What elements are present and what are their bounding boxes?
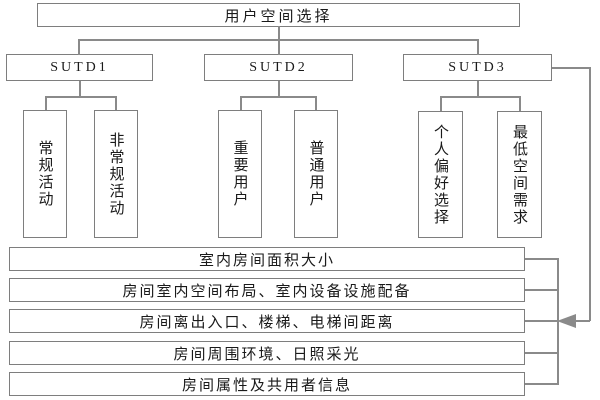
connector-line: [240, 96, 242, 110]
criteria-row-environment-daylight: 房间周围环境、日照采光: [9, 341, 525, 365]
group-node-sutd2-label: SUTD2: [249, 59, 308, 75]
connector-line: [557, 258, 559, 385]
connector-line: [477, 81, 479, 97]
root-node-label: 用户空间选择: [224, 8, 333, 25]
criteria-row-layout-facilities: 房间室内空间布局、室内设备设施配备: [9, 278, 525, 302]
group-node-sutd1-label: SUTD1: [50, 59, 109, 75]
connector-line: [315, 96, 317, 110]
criteria-row-label: 房间属性及共用者信息: [181, 377, 352, 394]
group-node-sutd3: SUTD3: [403, 54, 552, 81]
leaf-node-regular-activity: 常规活动: [23, 110, 67, 238]
connector-line: [440, 96, 520, 98]
leaf-node-label: 普通用户: [307, 140, 324, 208]
leaf-node-personal-preference: 个人偏好选择: [418, 111, 463, 238]
connector-line: [525, 289, 558, 291]
left-arrowhead-icon: [557, 314, 576, 328]
root-node: 用户空间选择: [37, 3, 520, 27]
connector-line: [78, 39, 80, 55]
leaf-node-important-user: 重要用户: [218, 110, 262, 238]
leaf-node-label: 常规活动: [36, 140, 53, 208]
connector-line: [45, 96, 47, 110]
leaf-node-label: 个人偏好选择: [432, 123, 448, 226]
leaf-node-label: 重要用户: [231, 140, 248, 208]
connector-line: [574, 320, 590, 322]
connector-line: [79, 81, 81, 97]
connector-line: [525, 352, 558, 354]
connector-line: [440, 96, 442, 111]
leaf-node-label: 非常规活动: [107, 131, 124, 217]
connector-line: [278, 39, 280, 55]
leaf-node-minimum-space: 最低空间需求: [497, 111, 542, 238]
criteria-row-label: 室内房间面积大小: [198, 252, 335, 269]
connector-line: [525, 258, 558, 260]
connector-line: [45, 96, 117, 98]
connector-line: [240, 96, 317, 98]
leaf-node-ordinary-user: 普通用户: [294, 110, 338, 238]
group-node-sutd3-label: SUTD3: [448, 59, 507, 75]
criteria-row-label: 房间周围环境、日照采光: [173, 346, 361, 363]
group-node-sutd1: SUTD1: [6, 54, 153, 81]
criteria-row-attributes-sharers: 房间属性及共用者信息: [9, 372, 525, 396]
leaf-node-label: 最低空间需求: [511, 123, 527, 226]
connector-line: [278, 26, 280, 40]
connector-line: [525, 383, 558, 385]
connector-line: [115, 96, 117, 110]
criteria-row-label: 房间离出入口、楼梯、电梯间距离: [139, 314, 395, 331]
criteria-row-distance: 房间离出入口、楼梯、电梯间距离: [9, 309, 525, 333]
criteria-row-room-area: 室内房间面积大小: [9, 247, 525, 271]
leaf-node-nonregular-activity: 非常规活动: [94, 110, 138, 238]
connector-line: [519, 96, 521, 111]
connector-line: [278, 81, 280, 97]
connector-line: [589, 67, 591, 321]
group-node-sutd2: SUTD2: [204, 54, 353, 81]
connector-line: [477, 39, 479, 55]
connector-line: [525, 320, 558, 322]
criteria-row-label: 房间室内空间布局、室内设备设施配备: [122, 283, 412, 300]
connector-line: [552, 67, 590, 69]
